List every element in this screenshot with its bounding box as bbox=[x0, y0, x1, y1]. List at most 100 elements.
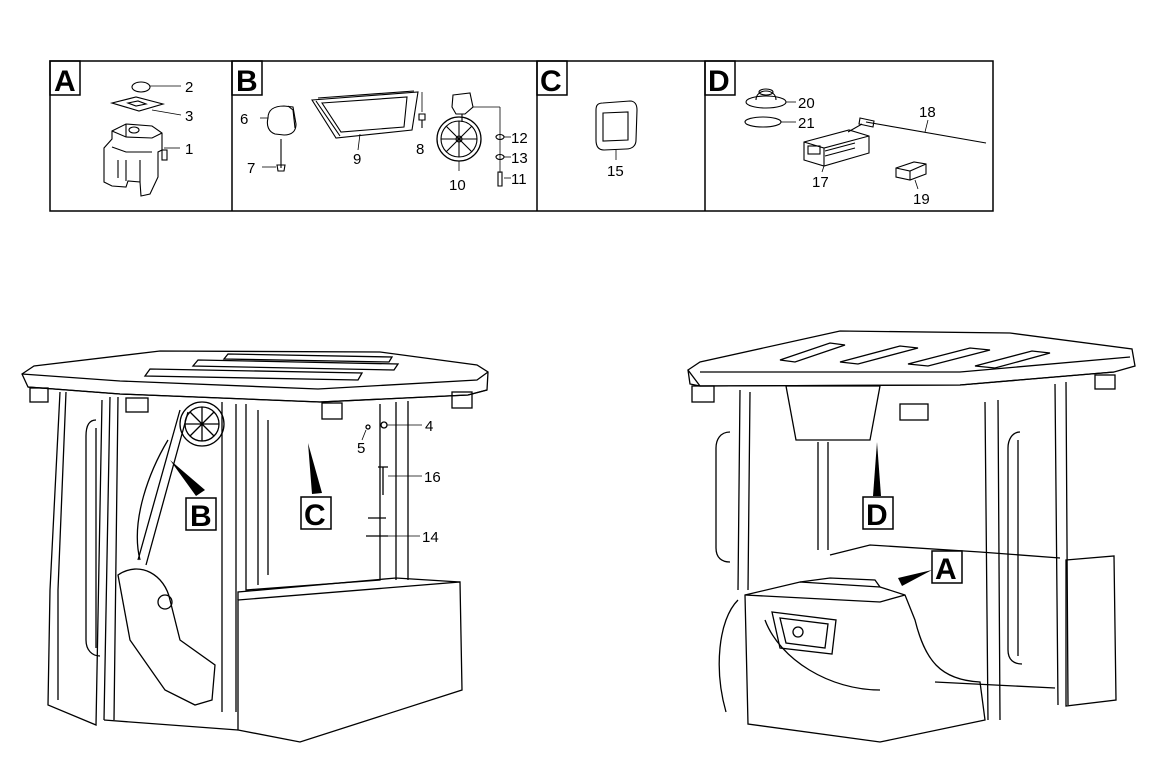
screw-head bbox=[276, 164, 286, 172]
part-number-15: 15 bbox=[607, 163, 624, 180]
right-wheel-arc bbox=[718, 599, 739, 713]
right-roof-vent bbox=[839, 345, 919, 365]
section-d-letter: D bbox=[708, 65, 730, 98]
section-a-letter-box bbox=[49, 60, 81, 96]
left-cab-floor bbox=[103, 719, 239, 731]
radio-buttons bbox=[824, 142, 856, 157]
part-4-marker bbox=[380, 421, 388, 429]
tank-part bbox=[103, 123, 163, 197]
left-roof-lip bbox=[21, 371, 489, 390]
part-number-3: 3 bbox=[185, 108, 193, 125]
radio-part bbox=[803, 129, 870, 167]
part-number-21: 21 bbox=[798, 115, 815, 132]
left-control-knob bbox=[157, 594, 173, 610]
mirror-rim bbox=[287, 105, 296, 129]
cover-part bbox=[595, 100, 638, 151]
left-roof-bracket bbox=[29, 387, 49, 403]
right-console-knob bbox=[792, 626, 804, 638]
part-number-2: 2 bbox=[185, 79, 193, 96]
cap-part bbox=[131, 81, 151, 93]
leader bbox=[914, 179, 919, 190]
right-grab-handle-front bbox=[715, 431, 731, 563]
speaker-dome-top bbox=[758, 88, 774, 96]
antenna-part bbox=[865, 121, 987, 144]
section-b-drawing bbox=[260, 90, 511, 187]
left-fan-guard bbox=[179, 401, 225, 447]
left-roof-vent bbox=[222, 353, 394, 363]
left-pillar-center bbox=[221, 402, 237, 712]
right-roof-vent bbox=[974, 350, 1051, 369]
tray-part bbox=[311, 91, 419, 139]
callout-pointer-d bbox=[873, 442, 881, 496]
callout-b-box bbox=[185, 497, 217, 531]
right-roof-bracket bbox=[691, 385, 715, 403]
part-number-19: 19 bbox=[913, 191, 930, 208]
right-console-top bbox=[744, 594, 906, 603]
right-pillar-rear bbox=[984, 399, 1001, 721]
right-pillar-mid bbox=[817, 442, 829, 550]
right-pillar-back bbox=[1054, 381, 1069, 706]
connector-part bbox=[895, 161, 927, 181]
right-pillar-front bbox=[737, 389, 751, 591]
part-number-9: 9 bbox=[353, 151, 361, 168]
left-roof-vent bbox=[143, 368, 364, 381]
antenna-base bbox=[858, 117, 875, 128]
left-pillar-mid bbox=[103, 396, 119, 721]
right-console-vent-inner bbox=[779, 617, 829, 649]
section-c-letter: C bbox=[540, 65, 562, 98]
bolt-part bbox=[418, 113, 426, 128]
parts-panel bbox=[49, 60, 994, 212]
connector-edge bbox=[895, 163, 927, 180]
right-roof-vent bbox=[907, 347, 991, 367]
tank-recess bbox=[117, 160, 141, 182]
section-c-drawing bbox=[595, 100, 638, 160]
tank-filler-neck bbox=[128, 126, 140, 134]
part-number-12: 12 bbox=[511, 130, 528, 147]
plate-slot bbox=[126, 100, 148, 107]
part-number-1: 1 bbox=[185, 141, 193, 158]
leader bbox=[924, 119, 929, 133]
left-roof-bracket bbox=[451, 391, 473, 409]
part-number-18: 18 bbox=[919, 104, 936, 121]
callout-pointer-a bbox=[898, 570, 932, 586]
fan-bracket bbox=[451, 92, 474, 115]
right-floor bbox=[934, 681, 1056, 689]
section-b-letter: B bbox=[236, 65, 258, 98]
section-c-letter-box bbox=[536, 60, 568, 96]
callout-a-letter: A bbox=[935, 553, 957, 586]
part-number-8: 8 bbox=[416, 141, 424, 158]
left-fan-spokes bbox=[185, 407, 219, 441]
radio-edge bbox=[803, 135, 870, 166]
right-roof-bracket bbox=[1094, 374, 1116, 390]
part-number-14: 14 bbox=[422, 529, 439, 546]
right-roof-bracket bbox=[899, 403, 929, 421]
speaker-dome bbox=[755, 90, 777, 101]
tray-rim bbox=[315, 90, 415, 137]
right-front-console bbox=[744, 581, 986, 743]
left-cab-drawing bbox=[21, 350, 489, 743]
part-number-16: 16 bbox=[424, 469, 441, 486]
left-rear-window-inner bbox=[257, 410, 269, 585]
tank-top bbox=[111, 130, 163, 139]
callout-d-letter: D bbox=[866, 499, 888, 532]
callout-pointer-c bbox=[308, 443, 322, 494]
callout-a-box bbox=[931, 550, 963, 584]
right-dash bbox=[799, 577, 881, 588]
left-brace bbox=[137, 409, 189, 566]
right-console-curve bbox=[764, 619, 881, 691]
right-grab-handle-rear bbox=[1007, 431, 1023, 665]
antenna-cable bbox=[847, 123, 863, 133]
right-roof-vent bbox=[779, 342, 846, 363]
part-5-marker bbox=[365, 424, 371, 430]
left-seat-curve bbox=[136, 439, 169, 561]
left-roof-bracket bbox=[125, 397, 149, 413]
section-d-letter-box bbox=[704, 60, 736, 96]
leader bbox=[151, 109, 182, 116]
tray-inner bbox=[321, 96, 408, 133]
screw-part-11 bbox=[497, 171, 503, 187]
part-number-20: 20 bbox=[798, 95, 815, 112]
leader bbox=[357, 133, 361, 151]
part-number-17: 17 bbox=[812, 174, 829, 191]
radio-display bbox=[807, 145, 821, 155]
part-number-13: 13 bbox=[511, 150, 528, 167]
